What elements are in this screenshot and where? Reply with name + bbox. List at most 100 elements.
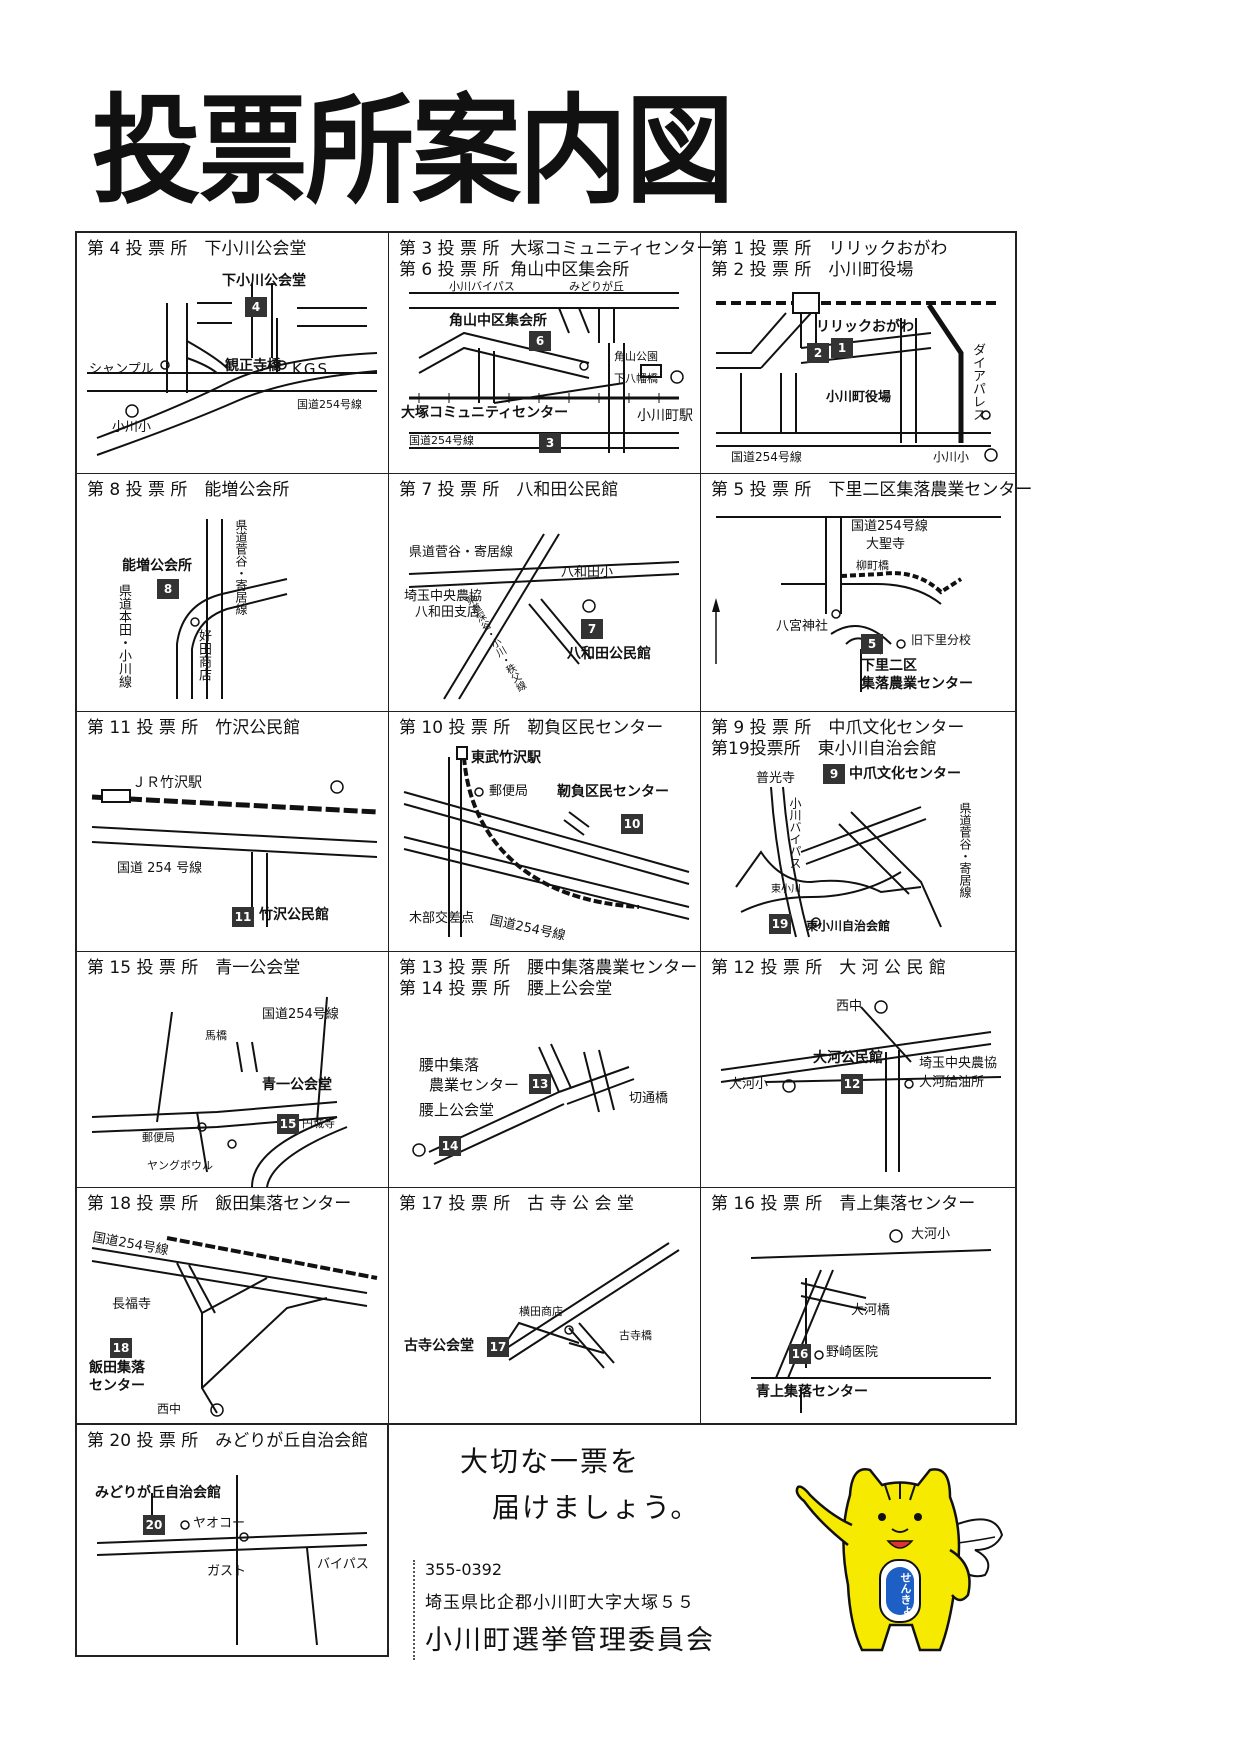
map-cell-station-20: 第 20 投 票 所 みどりが丘自治会館 みどりが丘自治会館 20 ヤオコー ガ… — [75, 1425, 389, 1657]
facility-label: 東小川自治会館 — [806, 919, 891, 933]
road-label: 国道254号線 — [409, 434, 474, 447]
bank-label: 埼玉中央農協 — [919, 1056, 998, 1071]
facility-label: 腰中集落 — [419, 1056, 480, 1074]
cell-header: 第 18 投 票 所 飯田集落センター — [87, 1194, 352, 1214]
cell-header: 第 9 投 票 所 中爪文化センター 第19投票所 東小川自治会館 — [711, 718, 965, 759]
road-label: 県道菅谷・寄居線 — [958, 802, 972, 898]
temple-label: 普光寺 — [756, 771, 796, 786]
organization-name: 小川町選挙管理委員会 — [425, 1625, 715, 1656]
facility-label: 下里二区 — [861, 658, 917, 674]
landmark-label: 旧下里分校 — [911, 633, 972, 647]
station-number-badge: 9 — [823, 764, 845, 784]
road-label: 県道本田・小川線 — [116, 584, 131, 688]
station-number-badge: 15 — [277, 1114, 299, 1134]
map-cell-station-9-19: 第 9 投 票 所 中爪文化センター 第19投票所 東小川自治会館 普光寺 9 … — [701, 712, 1017, 952]
cell-header: 第 15 投 票 所 青一公会堂 — [87, 958, 301, 978]
road-map — [96, 1475, 368, 1646]
school-label: 西中 — [157, 1402, 182, 1416]
road-map — [176, 519, 288, 699]
facility-label: 竹沢公民館 — [259, 907, 329, 923]
shrine-label: 八宮神社 — [776, 619, 829, 634]
slogan-line-1: 大切な一票を — [460, 1445, 641, 1478]
school-label: 八和田小 — [561, 565, 614, 580]
address: 埼玉県比企郡小川町大字大塚５５ — [425, 1593, 695, 1613]
road-label: 国道 254 号線 — [117, 861, 203, 876]
road-map — [91, 780, 378, 927]
school-label: 西中 — [836, 999, 863, 1014]
bridge-label: 大河橋 — [851, 1303, 891, 1318]
facility-label: センター — [89, 1378, 145, 1394]
cell-header: 第 17 投 票 所 古 寺 公 会 堂 — [399, 1194, 634, 1214]
road-label: 小川バイパス — [449, 280, 515, 293]
road-map — [712, 516, 1001, 692]
temple-label: 大聖寺 — [866, 537, 906, 552]
landmark-label: KGS — [292, 360, 329, 378]
place-label: みどりが丘 — [569, 280, 624, 293]
area-label: 東小川 — [771, 884, 801, 895]
bank-label: 埼玉中央農協 — [404, 589, 483, 604]
facility-label: 八和田公民館 — [567, 646, 651, 662]
slogan-line-2: 届けましょう。 — [492, 1491, 701, 1524]
station-number-badge: 8 — [157, 579, 179, 599]
postal-code: 355-0392 — [425, 1560, 503, 1579]
facility-label: 能増公会所 — [122, 558, 192, 574]
map-cell-station-5: 第 5 投 票 所 下里二区集落農業センター 国道254号線 大聖寺 柳町橋 八… — [701, 474, 1032, 712]
facility-label: 下小川公会堂 — [222, 273, 306, 289]
mascot-badge-text: せんきょ — [899, 1572, 912, 1616]
map-cell-station-16: 第 16 投 票 所 青上集落センター 大河小 大河橋 16 野崎医院 青上集落… — [701, 1188, 1017, 1425]
cell-header: 第 7 投 票 所 八和田公民館 — [399, 480, 619, 500]
mascot-illustration — [795, 1468, 1004, 1652]
cell-header: 第 5 投 票 所 下里二区集落農業センター — [711, 480, 1033, 500]
facility-label: 小川町役場 — [826, 390, 892, 405]
bridge-label: 切通橋 — [629, 1091, 669, 1106]
station-number-badge: 19 — [769, 914, 791, 934]
facility-label: 農業センター — [429, 1076, 520, 1094]
school-label: 大河小 — [729, 1077, 769, 1092]
map-cell-station-15: 第 15 投 票 所 青一公会堂 国道254号線 馬橋 青一公会堂 郵便局 15… — [77, 952, 389, 1188]
station-number-badge: 12 — [841, 1074, 863, 1094]
cell-header: 第 20 投 票 所 みどりが丘自治会館 — [87, 1431, 369, 1451]
station-label: 東武竹沢駅 — [471, 750, 541, 766]
station-number-badge: 11 — [232, 907, 254, 927]
station-number-badge: 5 — [861, 634, 883, 654]
station-number-badge: 20 — [143, 1515, 165, 1535]
post-office-label: 郵便局 — [142, 1131, 175, 1144]
restaurant-label: ガスト — [207, 1564, 247, 1579]
facility-label: 青上集落センター — [756, 1384, 868, 1400]
cell-header: 第 8 投 票 所 能増公会所 — [87, 480, 290, 500]
intersection-label: 木部交差点 — [409, 911, 475, 926]
road-label: 国道254号線 — [731, 450, 802, 464]
station-number-badge: 13 — [529, 1074, 551, 1094]
page-title: 投票所案内図 — [92, 82, 734, 220]
cell-header: 第 12 投 票 所 大 河 公 民 館 — [711, 958, 946, 978]
landmark-label: 観正寺橋 — [225, 358, 281, 374]
cell-header: 第 13 投 票 所 腰中集落農業センター 第 14 投 票 所 腰上公会堂 — [399, 958, 698, 999]
landmark-label: 小川小 — [112, 420, 152, 435]
post-office-label: 郵便局 — [489, 784, 529, 799]
station-number-badge: 18 — [110, 1338, 132, 1358]
bank-label: 八和田支店 — [415, 605, 481, 620]
road-label: 国道254号線 — [297, 398, 362, 411]
station-number-badge: 1 — [831, 338, 853, 358]
bridge-label: 古寺橋 — [619, 1329, 652, 1342]
station-number-badge: 16 — [789, 1344, 811, 1364]
road-map — [409, 292, 684, 453]
station-number-badge: 17 — [487, 1337, 509, 1357]
cell-header: 第 4 投 票 所 下小川公会堂 — [87, 239, 307, 259]
bowling-label: ヤングボウル — [147, 1159, 213, 1172]
map-cell-station-13-14: 第 13 投 票 所 腰中集落農業センター 第 14 投 票 所 腰上公会堂 腰… — [389, 952, 701, 1188]
road-map — [735, 786, 942, 938]
bridge-label: 下八幡橋 — [614, 372, 658, 385]
cell-header: 第 1 投 票 所 リリックおがわ 第 2 投 票 所 小川町役場 — [711, 239, 948, 280]
map-cell-station-3-6: 第 3 投 票 所 大塚コミュニティセンター 第 6 投 票 所 角山中区集会所… — [389, 233, 713, 474]
station-number-badge: 3 — [539, 433, 561, 453]
road-map — [716, 292, 1001, 462]
landmark-label: シャンプル — [89, 362, 154, 377]
map-cell-station-17: 第 17 投 票 所 古 寺 公 会 堂 横田商店 古寺公会堂 17 古寺橋 — [389, 1188, 701, 1425]
map-cell-station-10: 第 10 投 票 所 靭負区民センター 東武竹沢駅 郵便局 靭負区民センター 1… — [389, 712, 701, 952]
school-label: 小川小 — [933, 450, 970, 464]
facility-label: 集落農業センター — [861, 676, 973, 692]
facility-label: 古寺公会堂 — [404, 1338, 474, 1354]
building-label: ダイアパレス — [970, 343, 985, 421]
bridge-label: 馬橋 — [205, 1029, 227, 1042]
